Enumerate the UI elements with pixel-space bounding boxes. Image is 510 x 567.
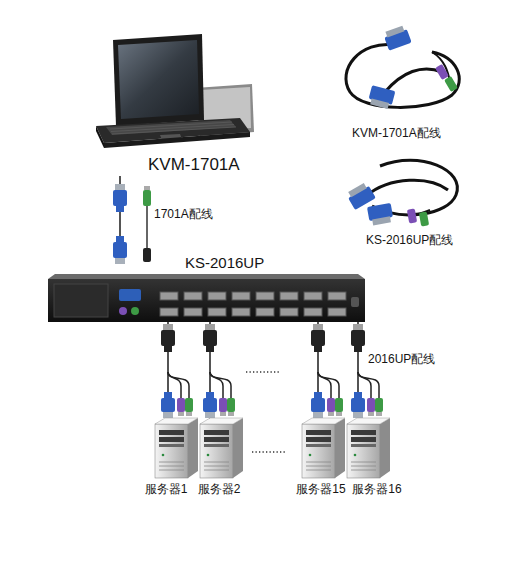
kvm-switch-part: [48, 279, 365, 322]
lcd-console-part: [112, 127, 236, 134]
kvm-switch-part: [328, 308, 346, 316]
kvm-switch-part: [160, 292, 178, 300]
server-cable: [203, 324, 235, 418]
server-node: 服务器16: [349, 420, 404, 498]
edge-label-holder: 1701A配线: [154, 208, 213, 222]
console-device: KVM-1701A: [95, 35, 267, 176]
cable-product-part: [367, 85, 395, 110]
server-tower: [200, 418, 243, 478]
console-cable-part: [113, 242, 127, 258]
console-cable-part: [115, 184, 125, 190]
lcd-console-part: [96, 126, 104, 148]
console-cable-part: [116, 236, 124, 242]
cable-product-part-part: [407, 208, 417, 223]
kvm-switch-part: [160, 308, 178, 316]
server-tower: [155, 418, 198, 478]
server-node: 服务器15: [293, 420, 348, 498]
cable-product: [346, 160, 458, 226]
server-cable: [351, 324, 383, 418]
cable-product-part-part: [444, 76, 458, 92]
kvm-switch-part: [184, 292, 202, 300]
cable-product-part-part: [385, 26, 404, 38]
console-cable-part: [116, 206, 124, 212]
kvm-switch-part: [232, 292, 250, 300]
server-tower: [347, 418, 390, 478]
cable-product-part: [435, 64, 449, 80]
server-tower: [302, 418, 345, 478]
kvm-switch-part: [54, 284, 108, 317]
cable-product-part-part: [348, 183, 367, 197]
cable-product-part: [366, 180, 448, 196]
kvm-switch-part: [280, 292, 298, 300]
kvm-switch-part: [208, 292, 226, 300]
console-cable-part: [115, 258, 125, 264]
cable-caption: KS-2016UP配线: [366, 234, 453, 248]
lcd-console-part: [106, 120, 236, 135]
kvm-switch-part: [256, 308, 274, 316]
kvm-switch-part: [328, 292, 346, 300]
kvm-switch: [48, 274, 365, 322]
device-label: 服务器16: [352, 483, 401, 498]
kvm-switch-part: [48, 274, 365, 279]
device-label: KS-2016UP: [185, 254, 264, 271]
cable-product-part: [367, 203, 394, 226]
server-cable: [161, 324, 193, 418]
cable-product-part: [407, 208, 417, 223]
kvm-switch-part: [184, 308, 202, 316]
lcd-console-part: [113, 34, 204, 126]
console-cable: [113, 184, 151, 264]
console-cable-part: [144, 186, 150, 190]
caption-holder: KS-2016UP配线: [366, 234, 453, 248]
kvm-switch-part: [256, 292, 274, 300]
cable-product-part-part: [372, 216, 391, 225]
kvm-switch-part: [280, 308, 298, 316]
kvm-switch-part: [232, 308, 250, 316]
cable-caption: KVM-1701A配线: [352, 127, 441, 141]
device-label: KVM-1701A: [148, 155, 240, 176]
cable-product-part: [444, 76, 458, 92]
cable-product-part: [385, 69, 442, 92]
kvm-switch-device: KS-2016UP: [48, 254, 365, 322]
cable-label: 2016UP配线: [368, 353, 435, 367]
server-node: 服务器2: [195, 420, 244, 498]
cable-product-part: [419, 211, 429, 226]
kvm-switch-part: [119, 307, 127, 315]
lcd-console-part: [104, 132, 250, 148]
cable-product-part: [383, 25, 412, 51]
cable-product-part: [346, 182, 376, 210]
cable-label: 1701A配线: [154, 208, 213, 222]
kvm-switch-part: [351, 297, 359, 307]
server-cable: [311, 324, 343, 418]
kvm-switch-part: [304, 308, 322, 316]
lcd-console-part: [118, 40, 199, 119]
cable-product: [346, 25, 459, 110]
cable-product-part: [346, 44, 459, 107]
server-node: 服务器1: [137, 420, 195, 498]
ellipsis-dots: [246, 371, 280, 372]
kvm-switch-part: [119, 289, 141, 301]
kvm-switch-part: [131, 307, 139, 315]
ellipsis-dots: [252, 451, 286, 452]
edge-label-holder: 2016UP配线: [368, 353, 435, 367]
lcd-console: [96, 34, 254, 148]
kvm-switch-part: [208, 308, 226, 316]
cable-product-part-part: [435, 64, 449, 80]
cable-product-part-part: [370, 98, 389, 108]
caption-holder: KVM-1701A配线: [352, 127, 441, 141]
device-label: 服务器1: [145, 483, 188, 498]
cable-product-part-part: [419, 211, 429, 226]
device-label: 服务器15: [296, 483, 345, 498]
device-label: 服务器2: [198, 483, 241, 498]
console-cable-part: [143, 190, 151, 206]
cable-product-part: [432, 52, 450, 82]
kvm-switch-part: [304, 292, 322, 300]
console-cable-part: [143, 248, 151, 262]
console-cable-part: [113, 190, 127, 206]
